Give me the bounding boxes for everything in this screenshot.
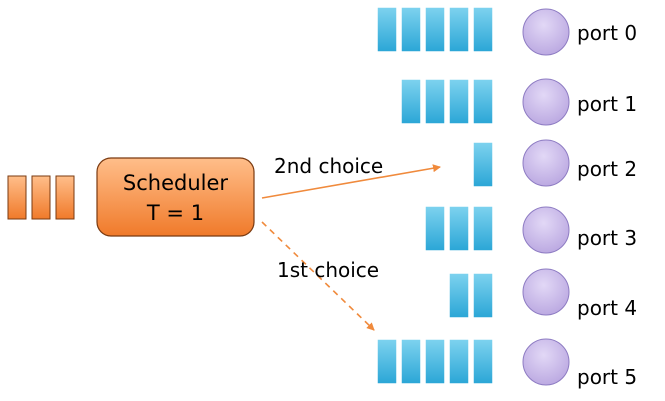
queued-packet (448, 272, 470, 319)
queued-packet (424, 338, 446, 385)
port-label: port 5 (577, 365, 637, 389)
port-circle (522, 139, 570, 187)
port-queues (376, 6, 494, 385)
port-queue-3 (424, 205, 494, 252)
queued-packet (424, 78, 446, 125)
incoming-packet (55, 175, 75, 220)
queued-packet (448, 338, 470, 385)
queued-packet (400, 6, 422, 53)
queued-packet (472, 141, 494, 188)
port-label: port 3 (577, 226, 637, 250)
port-5: port 5 (522, 338, 637, 389)
port-circle (522, 78, 570, 126)
incoming-packet (7, 175, 27, 220)
ports: port 0 port 1 port 2 port 3 port 4 port 5 (522, 8, 637, 389)
incoming-queue (7, 175, 75, 220)
queued-packet (472, 272, 494, 319)
port-circle (522, 338, 570, 386)
second-choice-arrow (261, 164, 441, 199)
port-4: port 4 (522, 268, 637, 320)
port-1: port 1 (522, 78, 637, 126)
queued-packet (400, 78, 422, 125)
port-label: port 2 (577, 157, 637, 181)
port-2: port 2 (522, 139, 637, 187)
scheduler-name: Scheduler (123, 171, 228, 195)
port-queue-5 (376, 338, 494, 385)
port-queue-1 (400, 78, 494, 125)
queued-packet (472, 6, 494, 53)
queued-packet (400, 338, 422, 385)
first-choice-arrow (261, 221, 375, 331)
port-3: port 3 (522, 206, 637, 254)
queued-packet (472, 338, 494, 385)
incoming-packet (31, 175, 51, 220)
port-circle (522, 268, 570, 316)
queued-packet (376, 338, 398, 385)
port-label: port 4 (577, 296, 637, 320)
queued-packet (448, 6, 470, 53)
queued-packet (424, 205, 446, 252)
queued-packet (448, 205, 470, 252)
queued-packet (424, 6, 446, 53)
port-label: port 0 (577, 21, 637, 45)
port-circle (522, 206, 570, 254)
second-choice-label: 2nd choice (274, 154, 383, 178)
queued-packet (448, 78, 470, 125)
port-queue-4 (448, 272, 494, 319)
port-queue-2 (472, 141, 494, 188)
scheduler-param: T = 1 (146, 201, 204, 225)
first-choice-label: 1st choice (277, 258, 379, 282)
queued-packet (472, 205, 494, 252)
port-label: port 1 (577, 92, 637, 116)
port-circle (522, 8, 570, 56)
queued-packet (472, 78, 494, 125)
scheduler-box: Scheduler T = 1 (96, 157, 255, 237)
port-queue-0 (376, 6, 494, 53)
port-0: port 0 (522, 8, 637, 56)
queued-packet (376, 6, 398, 53)
